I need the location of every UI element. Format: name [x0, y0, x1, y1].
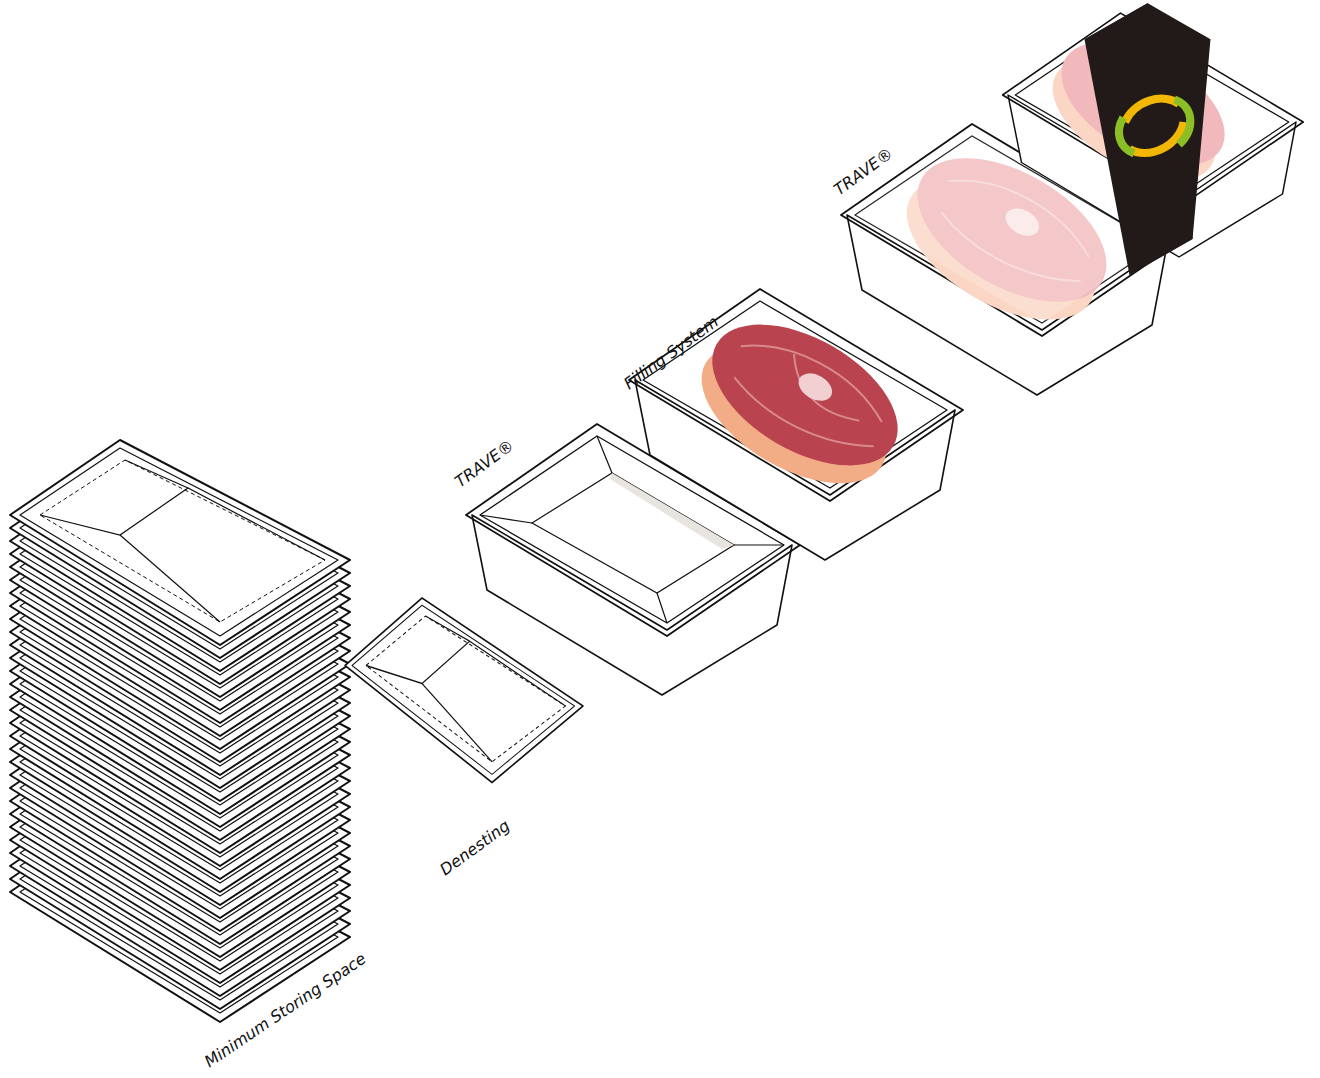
step-label: Denesting: [436, 816, 514, 880]
tray-stack: [10, 440, 350, 1022]
sleeved-tray: [1003, 3, 1304, 275]
step-label: TRAVE®: [830, 144, 897, 200]
step-label: TRAVE®: [451, 436, 518, 492]
filled-tray: [629, 289, 963, 560]
